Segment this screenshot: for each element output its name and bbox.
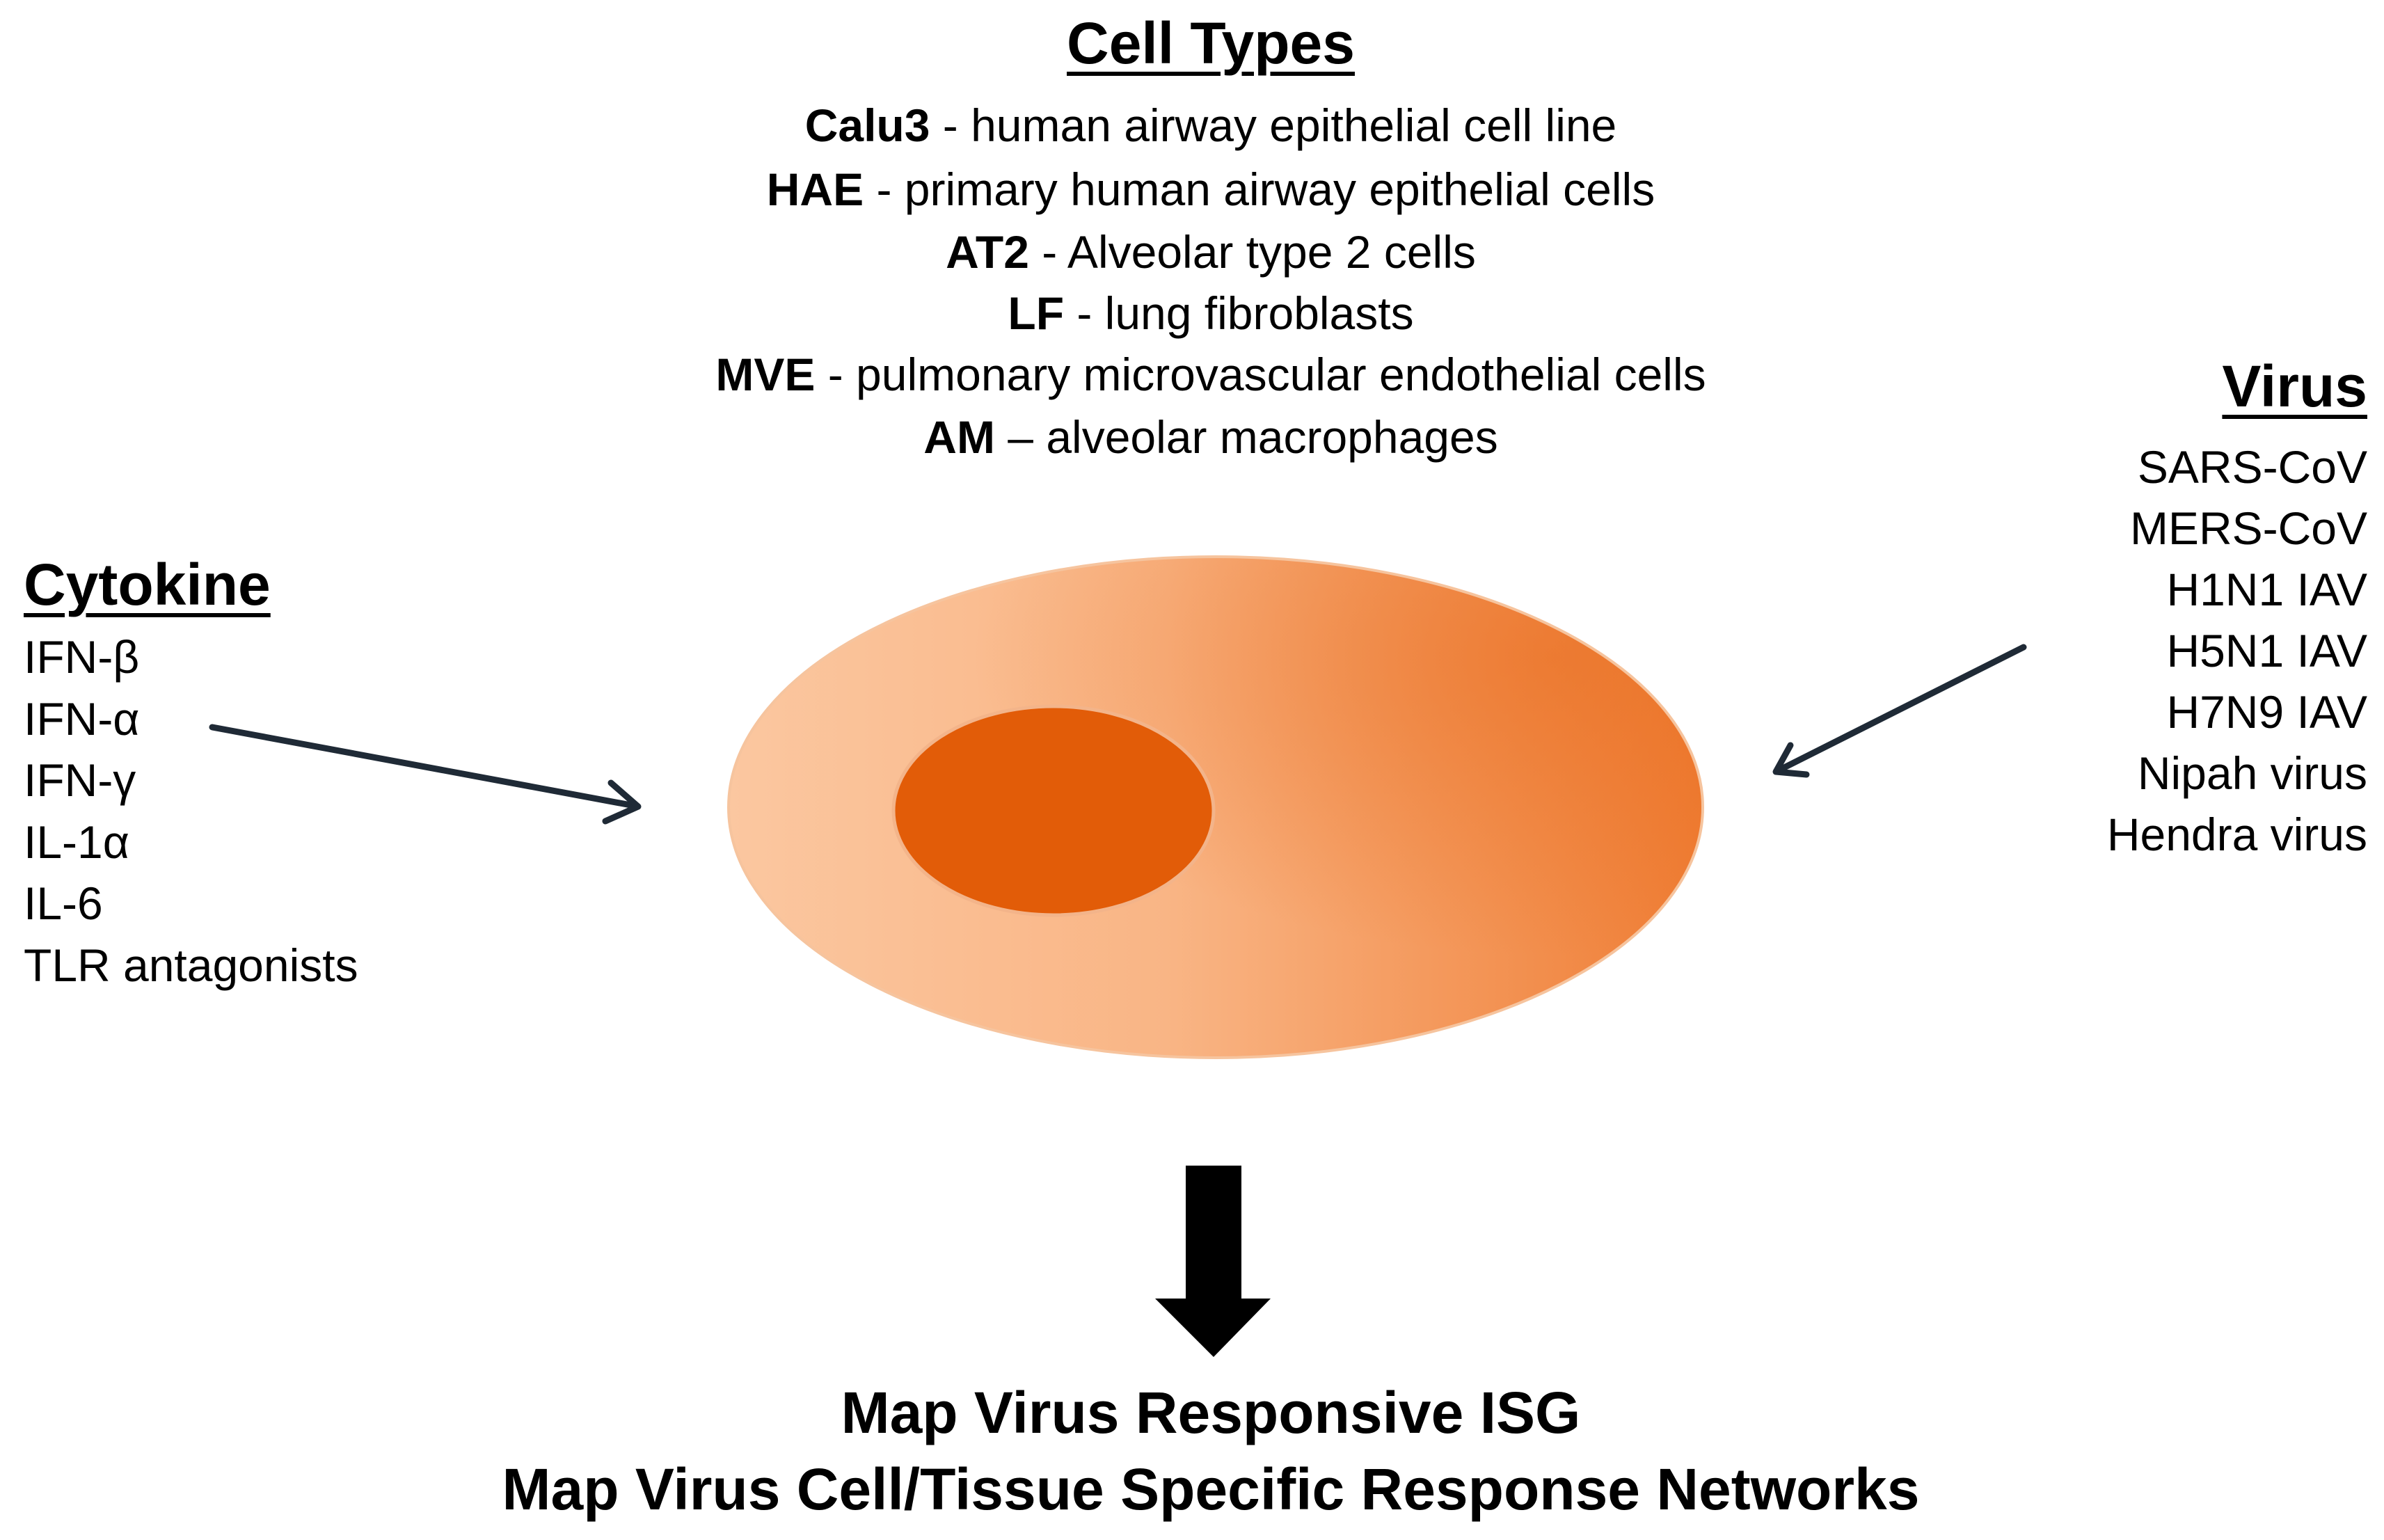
cytokine-item: IL-1α — [24, 816, 129, 868]
cell-type-desc: - pulmonary microvascular endothelial ce… — [815, 349, 1706, 400]
cell-type-item: AM – alveolar macrophages — [0, 409, 2384, 465]
cytokine-item: TLR antagonists — [24, 939, 358, 991]
cell-type-item: HAE - primary human airway epithelial ce… — [0, 161, 2384, 217]
cell-type-desc: - lung fibroblasts — [1064, 287, 1414, 339]
cell-type-abbr: HAE — [766, 164, 864, 215]
cell-type-item: MVE - pulmonary microvascular endothelia… — [0, 347, 2384, 402]
cell-type-item: AT2 - Alveolar type 2 cells — [0, 224, 2384, 280]
cell-type-item: LF - lung fibroblasts — [0, 285, 2384, 341]
nucleus — [891, 704, 1216, 917]
cell-types-section: Cell Types Calu3 - human airway epitheli… — [0, 0, 2384, 473]
virus-item: H5N1 IAV — [2166, 625, 2367, 676]
virus-section: Virus SARS-CoV MERS-CoV H1N1 IAV H5N1 IA… — [1880, 351, 2367, 865]
cytokine-item: IFN-γ — [24, 754, 136, 806]
cell-type-item: Calu3 - human airway epithelial cell lin… — [0, 97, 2384, 153]
cell-shading — [730, 558, 1701, 1056]
down-arrow-icon — [1155, 1166, 1271, 1357]
virus-item: Nipah virus — [2137, 747, 2367, 799]
cell-type-desc: - human airway epithelial cell line — [930, 100, 1617, 151]
virus-item: SARS-CoV — [2137, 441, 2367, 493]
cell-types-title: Cell Types — [1067, 10, 1355, 76]
virus-item: H1N1 IAV — [2166, 564, 2367, 615]
cytokine-section: Cytokine IFN-β IFN-α IFN-γ IL-1α IL-6 TL… — [24, 550, 511, 996]
cell-type-abbr: LF — [1008, 287, 1065, 339]
outcome-line-1: Map Virus Responsive ISG — [841, 1380, 1581, 1445]
virus-title: Virus — [2222, 354, 2367, 419]
virus-item: Hendra virus — [2106, 809, 2367, 860]
cytokine-item: IFN-α — [24, 692, 140, 745]
virus-item: H7N9 IAV — [2166, 686, 2367, 738]
cell-type-desc: – alveolar macrophages — [994, 411, 1498, 463]
cytokine-item: IFN-β — [24, 631, 140, 683]
cytokine-item: IL-6 — [24, 878, 103, 929]
cytokine-arrow — [209, 724, 642, 825]
cell-type-abbr: Calu3 — [804, 100, 930, 151]
outcome-section: Map Virus Responsive ISG Map Virus Cell/… — [0, 1374, 2384, 1527]
cell-type-desc: - Alveolar type 2 cells — [1028, 226, 1476, 278]
cell-type-desc: - primary human airway epithelial cells — [864, 164, 1655, 215]
cell-type-abbr: MVE — [715, 349, 816, 400]
cell-type-abbr: AM — [923, 411, 995, 463]
cytokine-title: Cytokine — [24, 552, 271, 617]
cell-type-abbr: AT2 — [946, 226, 1029, 278]
virus-arrow — [1772, 644, 2027, 778]
virus-item: MERS-CoV — [2129, 502, 2367, 554]
outcome-line-2: Map Virus Cell/Tissue Specific Response … — [502, 1456, 1920, 1522]
